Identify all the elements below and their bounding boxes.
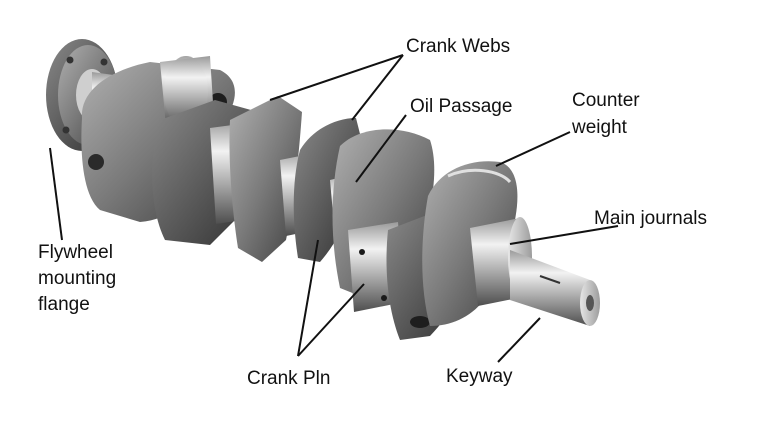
label-main-journals: Main journals: [594, 208, 707, 229]
crank-pin-leader-b: [297, 283, 365, 357]
crank-web-shape-3: [229, 96, 302, 262]
crank-webs-leader-a: [269, 54, 404, 101]
crank-webs-leader-b: [351, 54, 404, 121]
label-crank-webs: Crank Webs: [406, 36, 511, 57]
main-journals-leader: [509, 225, 619, 245]
label-counter-weight-1: Counter: [572, 90, 640, 111]
label-flywheel-1: Flywheel: [38, 242, 113, 263]
counter-weight-shape: [422, 161, 518, 326]
label-crank-pin: Crank Pln: [247, 368, 331, 389]
keyway-leader: [497, 317, 541, 363]
crank-pin-leader-a: [297, 239, 319, 357]
label-counter-weight-2: weight: [572, 117, 627, 138]
oil-passage-leader: [355, 114, 407, 183]
label-keyway: Keyway: [446, 366, 513, 387]
label-flywheel-2: mounting: [38, 268, 117, 289]
keyway-shaft-shape: [510, 250, 590, 326]
flywheel-leader: [49, 147, 63, 241]
label-flywheel-3: flange: [38, 294, 90, 315]
leader-lines: [49, 54, 619, 363]
counter-weight-leader: [495, 131, 571, 167]
label-oil-passage: Oil Passage: [410, 96, 513, 117]
